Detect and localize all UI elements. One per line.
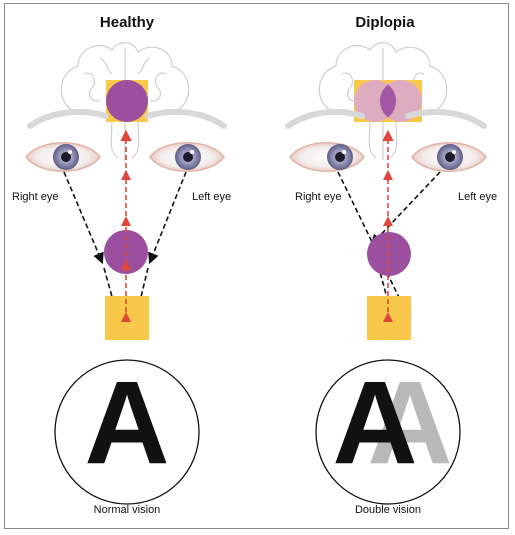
vision-caption: Normal vision [94,504,161,516]
vision-circle [54,359,200,505]
eyebrow [27,108,109,129]
eyebrow [405,108,487,129]
ghost-vision-letter: A [367,357,452,489]
signal-arrow [383,216,393,226]
signal-arrow [383,312,393,322]
panel-healthy: Healthy [12,14,231,516]
left-eye-label: Left eye [458,191,497,203]
brain-image-overlap [379,84,397,118]
optic-path-left [148,171,187,265]
optic-path-left [370,171,441,246]
optic-path-right [63,171,104,265]
signal-arrow [121,170,131,180]
signal-arrow [121,312,131,322]
panel-title: Diplopia [355,14,415,31]
signal-arrow [121,260,131,270]
vision-letter: A [84,357,169,489]
right-eye-label: Right eye [12,191,58,203]
vision-caption: Double vision [355,504,421,516]
image-circle [367,232,411,276]
panel-diplopia: Diplopia [285,14,497,516]
left-eye-icon [411,142,487,172]
eyebrow [285,108,365,129]
vision-letter: A [332,357,417,489]
eyebrow [145,108,227,129]
signal-arrow [121,216,131,226]
vision-circle [315,359,461,505]
panel-title: Healthy [100,14,155,31]
right-eye-icon [25,142,101,172]
left-eye-label: Left eye [192,191,231,203]
signal-arrow [383,170,393,180]
brain-image-circle [106,80,148,122]
right-eye-icon [289,142,365,172]
left-eye-icon [149,142,225,172]
right-eye-label: Right eye [295,191,341,203]
